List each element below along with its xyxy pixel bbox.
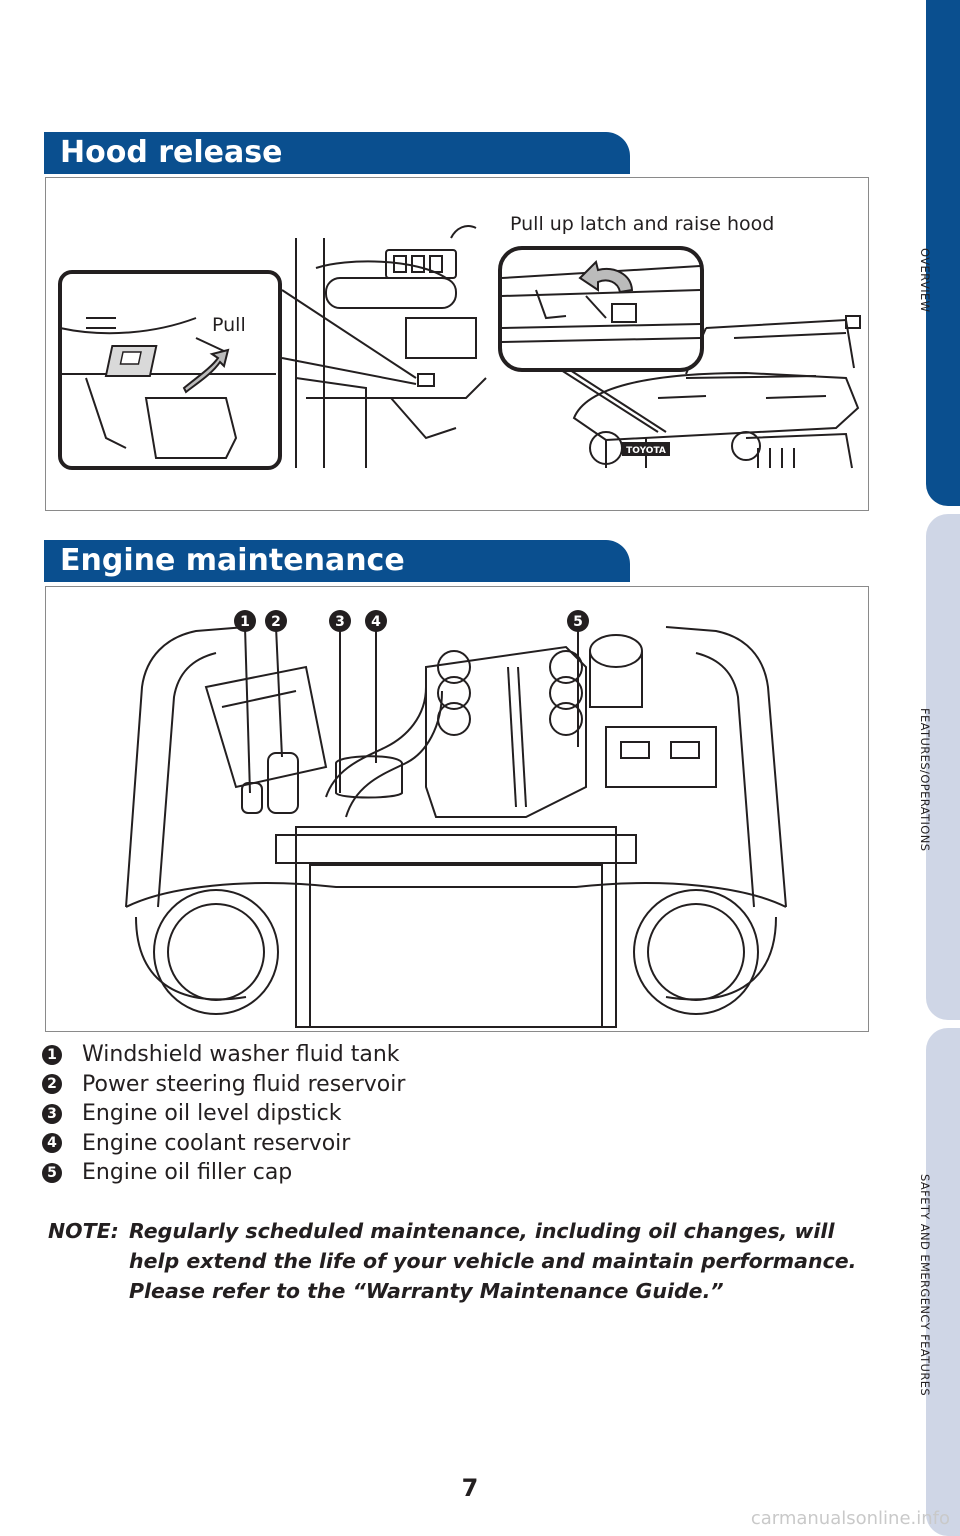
legend-text: Engine oil level dipstick [82, 1101, 342, 1127]
page-number: 7 [461, 1474, 479, 1502]
legend-badge: 5 [42, 1162, 62, 1183]
legend-item: 4 Engine coolant reservoir [42, 1129, 405, 1159]
side-tab-features[interactable] [926, 514, 960, 1020]
callout-5: 5 [573, 614, 583, 630]
callout-1-badge [234, 610, 256, 632]
side-tab-safety[interactable] [926, 1028, 960, 1536]
legend-item: 3 Engine oil level dipstick [42, 1099, 405, 1129]
callout-4: 4 [371, 614, 381, 630]
hood-release-illustration: Pull TOYOTA [45, 177, 869, 511]
toyota-badge: TOYOTA [626, 446, 666, 456]
pull-label: Pull [212, 314, 246, 336]
callout-3-badge [329, 610, 351, 632]
engine-maintenance-title: Engine maintenance [60, 543, 405, 578]
watermark: carmanualsonline.info [750, 1508, 950, 1529]
callout-1: 1 [240, 614, 250, 630]
hood-release-drawing: Pull TOYOTA [58, 213, 861, 470]
legend-item: 1 Windshield washer fluid tank [42, 1040, 405, 1070]
legend-badge: 4 [42, 1133, 62, 1154]
side-tab-features-label: FEATURES/OPERATIONS [918, 708, 932, 852]
legend-item: 5 Engine oil filler cap [42, 1158, 405, 1188]
raise-hood-label: Pull up latch and raise hood [510, 213, 774, 235]
legend-badge: 2 [42, 1074, 62, 1095]
legend-badge: 3 [42, 1103, 62, 1124]
callout-5-badge [567, 610, 589, 632]
legend-text: Windshield washer fluid tank [82, 1042, 400, 1068]
side-tab-overview-label: OVERVIEW [918, 247, 932, 313]
legend-item: 2 Power steering fluid reservoir [42, 1070, 405, 1100]
callout-3: 3 [335, 614, 345, 630]
callout-2: 2 [271, 614, 281, 630]
callout-2-badge [265, 610, 287, 632]
engine-maintenance-header: Engine maintenance [44, 540, 630, 582]
note-text: Regularly scheduled maintenance, includi… [129, 1219, 857, 1303]
callout-4-badge [365, 610, 387, 632]
note-label: NOTE: [48, 1219, 119, 1243]
engine-bay-drawing: 1 2 3 4 5 [125, 610, 787, 1028]
hood-release-header: Hood release [44, 132, 630, 174]
side-tab-overview[interactable] [926, 0, 960, 506]
maintenance-note: NOTE: Regularly scheduled maintenance, i… [48, 1216, 868, 1306]
legend-badge: 1 [42, 1044, 62, 1065]
legend-text: Engine oil filler cap [82, 1160, 293, 1186]
legend-text: Power steering fluid reservoir [82, 1071, 406, 1097]
engine-legend: 1 Windshield washer fluid tank 2 Power ste… [42, 1040, 405, 1188]
legend-text: Engine coolant reservoir [82, 1130, 351, 1156]
side-tab-safety-label: SAFETY AND EMERGENCY FEATURES [918, 1173, 932, 1397]
hood-release-title: Hood release [60, 135, 283, 170]
engine-illustration: 1 2 3 4 5 [45, 586, 869, 1032]
